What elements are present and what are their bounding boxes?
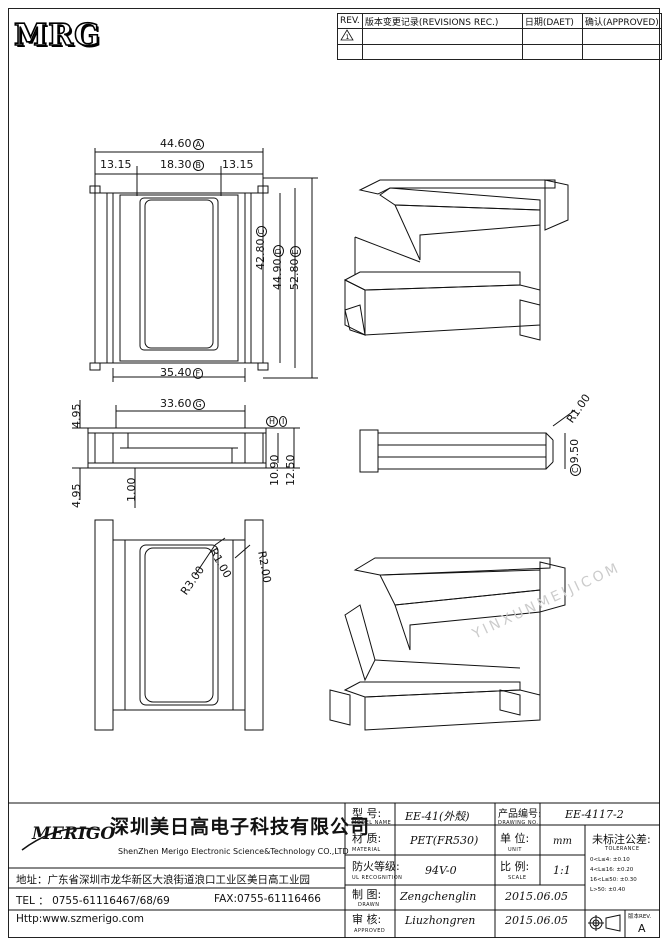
revision-triangle-icon: 1 — [340, 29, 354, 41]
tolerance-list: 0<L≤4: ±0.10 4<L≤16: ±0.20 16<L≤50: ±0.3… — [590, 855, 637, 895]
drawn-by: Zengchenglin — [400, 890, 477, 903]
drawn-label-en: DRAWN — [358, 902, 380, 908]
approved-by: Liuzhongren — [405, 914, 476, 927]
approved-label: 审 核: — [352, 913, 382, 926]
tolerance-item: 0<L≤4: ±0.10 — [590, 857, 630, 863]
model-value: EE-41(外殼) — [405, 810, 470, 823]
unit-value: mm — [553, 836, 572, 847]
unit-label-en: UNIT — [508, 847, 522, 853]
merigo-brand: MERIGO — [32, 824, 116, 844]
dim-side-bottom-left: 4.95 — [70, 483, 83, 509]
scale-value: 1:1 — [553, 864, 571, 877]
dim-side-top-left: 4.95 — [70, 403, 83, 429]
dim-front-h1: 42.80C — [254, 225, 267, 270]
tolerance-label: 未标注公差: — [592, 833, 651, 846]
company-address: 地址：广东省深圳市龙华新区大浪街道浪口工业区美日高工业园 — [16, 874, 310, 886]
projection-symbol-icon — [588, 913, 622, 937]
dim-front-h2: 44.90D — [271, 245, 284, 290]
company-name-en: ShenZhen Merigo Electronic Science&Techn… — [118, 847, 349, 856]
revision-row-empty — [337, 44, 662, 60]
rev-mark: 1 — [346, 34, 350, 41]
front-view — [89, 148, 318, 382]
dim-side-h2: 12.50 — [284, 454, 297, 487]
drawing-no-label-en: DRAWING NO. — [498, 820, 539, 826]
scale-label-en: SCALE — [508, 875, 527, 881]
drawing-no-value: EE-4117-2 — [565, 808, 624, 821]
mrg-logo: MRG — [13, 17, 101, 54]
material-label-en: MATERIAL — [352, 847, 381, 853]
end-view — [359, 409, 576, 473]
scale-label: 比 例: — [500, 860, 530, 873]
company-tel: TEL ： 0755-61116467/68/69 — [16, 895, 170, 907]
company-web: Http:www.szmerigo.com — [16, 913, 145, 925]
merigo-logo — [14, 820, 104, 856]
dim-front-left-seg: 13.15 — [100, 158, 132, 171]
iso-view-bottom — [329, 557, 566, 731]
material-label: 材 质: — [352, 832, 382, 845]
unit-label: 单 位: — [500, 832, 530, 845]
tolerance-item: L>50: ±0.40 — [590, 887, 626, 893]
iso-view-top — [343, 179, 569, 341]
ul-value: 94V-0 — [425, 864, 457, 877]
dim-side-h1: 10.90 — [268, 454, 281, 487]
revision-header-row: REV. 版本变更记录(REVISIONS REC.) 日期(DAET) 确认(… — [337, 13, 662, 29]
side-view — [72, 400, 300, 508]
approved-date: 2015.06.05 — [505, 914, 568, 927]
title-block-grid — [8, 802, 660, 938]
ul-label: 防火等级: — [352, 860, 400, 873]
dim-side-small: 1.00 — [125, 477, 138, 503]
approved-label-en: APPROVED — [354, 928, 386, 934]
company-name-cn: 深圳美日高电子科技有限公司 — [110, 816, 371, 838]
revision-table: REV. 版本变更记录(REVISIONS REC.) 日期(DAET) 确认(… — [337, 13, 662, 60]
drawn-date: 2015.06.05 — [505, 890, 568, 903]
model-label: 型 号: — [352, 807, 382, 820]
company-fax: FAX:0755-61116466 — [214, 893, 321, 905]
model-label-en: MODEL NAME — [352, 820, 392, 826]
dim-end-dim: C9.50 — [568, 439, 581, 476]
version-label: 版本REV. — [628, 914, 652, 920]
tolerance-label-en: TOLERANCE — [605, 846, 640, 852]
tolerance-item: 16<L≤50: ±0.30 — [590, 877, 637, 883]
bottom-view — [94, 519, 264, 731]
drawing-frame — [8, 8, 660, 938]
dim-front-h3: 52.80E — [288, 246, 301, 290]
ul-label-en: UL RECOGNITION — [352, 875, 403, 881]
material-value: PET(FR530) — [410, 834, 479, 847]
drawn-label: 制 图: — [352, 888, 382, 901]
version-value: A — [638, 922, 646, 935]
dim-front-right-seg: 13.15 — [222, 158, 254, 171]
drawing-no-label: 产品编号: — [498, 809, 542, 820]
merigo-swoosh-icon — [21, 827, 101, 851]
tolerance-item: 4<L≤16: ±0.20 — [590, 867, 634, 873]
